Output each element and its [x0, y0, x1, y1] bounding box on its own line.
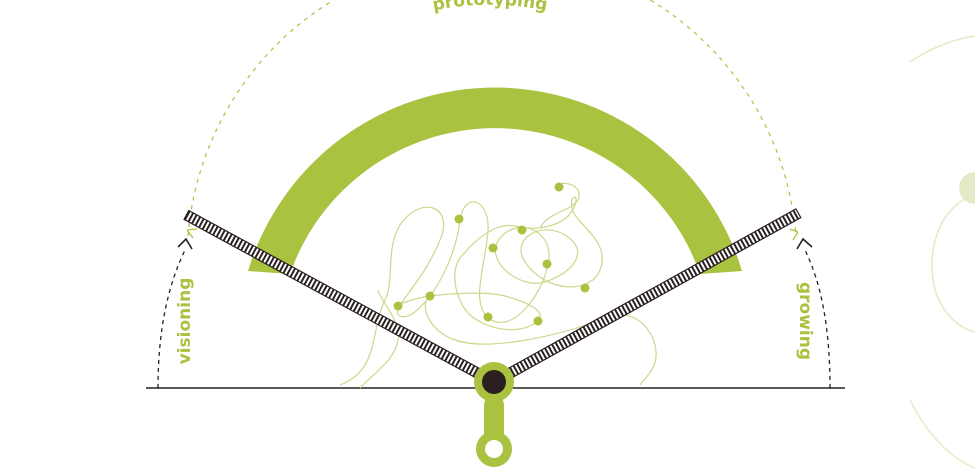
- background-decoration: [909, 35, 975, 469]
- decorative-curve-top: [909, 35, 975, 63]
- right-arm: [490, 208, 802, 388]
- separator-left: /: [355, 49, 371, 68]
- visioning-arrow-icon: [177, 237, 193, 250]
- separator-right: /: [629, 49, 645, 68]
- growing-arrow-icon: [796, 237, 813, 250]
- redesign-label: redesign: [679, 97, 736, 176]
- path-dot: [425, 291, 435, 301]
- growing-arc: [804, 249, 831, 389]
- prototyping-arrow-right-icon: [789, 228, 799, 241]
- growing-label: growing: [795, 282, 815, 360]
- path-dot: [580, 283, 590, 293]
- squiggle-path: [339, 182, 657, 389]
- feedback-monitoring-redesign-band: [248, 87, 742, 274]
- path-dot: [517, 225, 527, 235]
- path-dot: [542, 259, 552, 269]
- decorative-curve-bottom: [909, 399, 975, 469]
- path-dot: [533, 316, 543, 326]
- handle-hole: [485, 440, 503, 458]
- left-arm: [183, 209, 498, 388]
- path-dot: [554, 182, 564, 192]
- prototyping-arc: [187, 0, 797, 237]
- monitoring-label: monitoring: [448, 7, 552, 31]
- path-dot: [454, 214, 464, 224]
- visioning-label: visioning: [175, 278, 195, 365]
- prototyping-arrow-left-icon: [186, 228, 198, 239]
- visioning-arc: [157, 249, 186, 389]
- gauge-handle: [476, 395, 512, 467]
- decorative-curve-middle: [931, 194, 975, 333]
- path-dot: [393, 301, 403, 311]
- decorative-dot: [959, 172, 975, 204]
- squiggle-dots: [393, 182, 590, 326]
- pivot-knob: [482, 370, 506, 394]
- path-dot: [483, 312, 493, 322]
- path-dot: [488, 243, 498, 253]
